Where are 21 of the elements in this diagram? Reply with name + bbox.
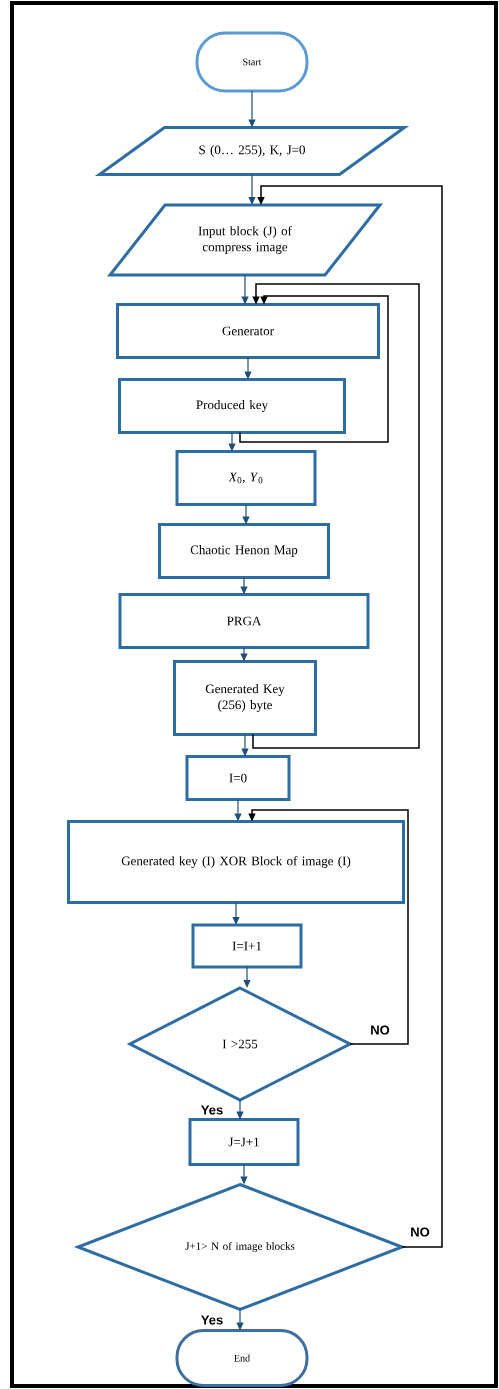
process-box: Generated key (I) XOR Block of image (I) xyxy=(67,820,405,904)
arrow xyxy=(232,901,240,925)
process-box: Produced key xyxy=(118,378,346,434)
process-box: Generated Key (256) byte xyxy=(173,660,317,736)
arrow xyxy=(248,173,256,205)
arrow xyxy=(248,809,409,1045)
arrow xyxy=(252,283,420,749)
process-box: Chaotic Henon Map xyxy=(158,523,330,579)
process-box: I=0 xyxy=(185,755,291,801)
arrow xyxy=(243,966,251,988)
edge-label: Yes xyxy=(199,1314,225,1326)
process-box: PRGA xyxy=(118,593,370,649)
process-box: J=J+1 xyxy=(188,1118,300,1166)
arrow xyxy=(239,295,389,443)
arrow xyxy=(257,185,443,1248)
process-box: X$_{0}$, Y$_{0}$ xyxy=(175,450,317,506)
edge-label: NO xyxy=(409,1226,431,1238)
process-box: Generator xyxy=(116,303,380,359)
process-box: I=I+1 xyxy=(191,923,303,969)
edge-label: Yes xyxy=(199,1104,225,1116)
edge-label: NO xyxy=(369,1024,391,1036)
